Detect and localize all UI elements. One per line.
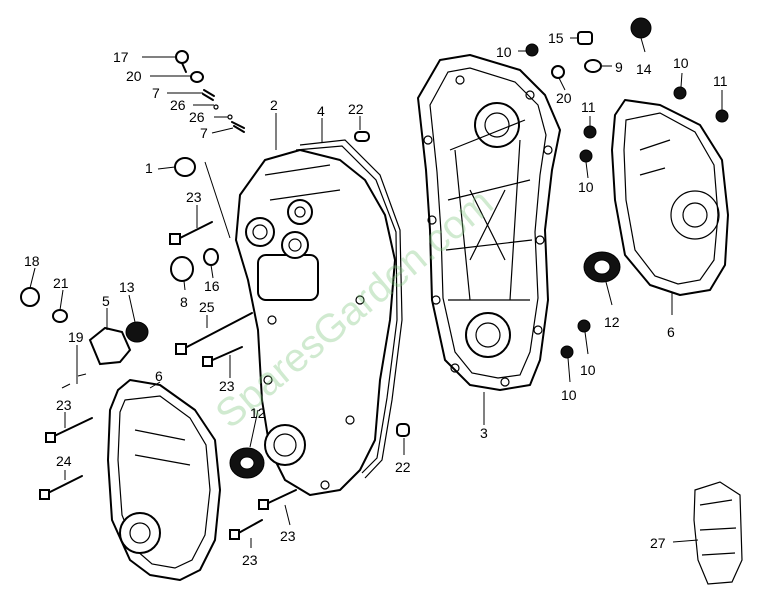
callout-23: 23 [242, 552, 258, 568]
callout-12: 12 [604, 314, 620, 330]
callout-10: 10 [561, 387, 577, 403]
callout-22: 22 [348, 101, 364, 117]
callout-21: 21 [53, 275, 69, 291]
callout-14: 14 [636, 61, 652, 77]
callout-19: 19 [68, 329, 84, 345]
callout-23: 23 [219, 378, 235, 394]
callout-17: 17 [113, 49, 129, 65]
callout-10: 10 [578, 179, 594, 195]
part-12-seal-left [229, 447, 265, 479]
part-3-gear-case [417, 54, 561, 391]
callout-7: 7 [200, 125, 208, 141]
callout-11: 11 [581, 99, 596, 115]
callout-labels: 17 20 7 26 26 7 1 2 4 22 23 18 21 5 13 8… [24, 30, 728, 568]
part-12-seal-right [583, 251, 621, 283]
callout-8: 8 [180, 294, 188, 310]
callout-18: 18 [24, 253, 40, 269]
callout-15: 15 [548, 30, 564, 46]
callout-24: 24 [56, 453, 72, 469]
callout-25: 25 [199, 299, 215, 315]
callout-16: 16 [204, 278, 220, 294]
callout-23: 23 [56, 397, 72, 413]
callout-1: 1 [145, 160, 153, 176]
callout-7: 7 [152, 85, 160, 101]
callout-2: 2 [270, 97, 278, 113]
callout-11: 11 [713, 73, 728, 89]
callout-26: 26 [189, 109, 205, 125]
callout-22: 22 [395, 459, 411, 475]
callout-27: 27 [650, 535, 666, 551]
callout-20: 20 [126, 68, 142, 84]
callout-5: 5 [102, 293, 110, 309]
callout-10: 10 [496, 44, 512, 60]
callout-3: 3 [480, 425, 488, 441]
callout-23: 23 [186, 189, 202, 205]
callout-20: 20 [556, 90, 572, 106]
callout-9: 9 [615, 59, 623, 75]
callout-10: 10 [673, 55, 689, 71]
callout-13: 13 [119, 279, 135, 295]
part-2-main-case [235, 139, 403, 496]
part-6-left-cover [107, 379, 221, 581]
callout-10: 10 [580, 362, 596, 378]
callout-6: 6 [155, 368, 163, 384]
small-parts [20, 17, 743, 585]
callout-6: 6 [667, 324, 675, 340]
part-6-right-cover [611, 99, 729, 296]
callout-4: 4 [317, 103, 325, 119]
callout-23: 23 [280, 528, 296, 544]
leader-lines [29, 37, 723, 548]
callout-12: 12 [250, 405, 266, 421]
watermark: SparesGarden.com [208, 180, 502, 437]
callout-26: 26 [170, 97, 186, 113]
